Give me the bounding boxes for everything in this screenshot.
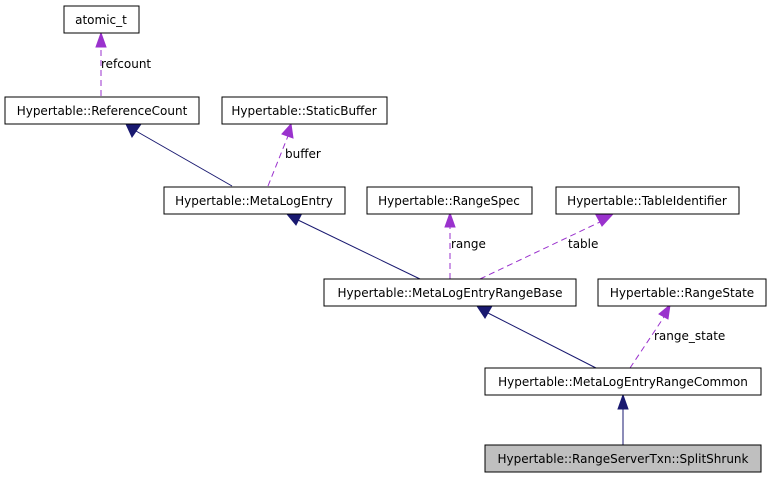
node-label-static-buffer: Hypertable::StaticBuffer: [231, 104, 376, 118]
node-label-range-spec: Hypertable::RangeSpec: [378, 194, 520, 208]
edge-label-range: range: [451, 237, 486, 251]
node-range-spec[interactable]: Hypertable::RangeSpec: [366, 186, 533, 215]
edge-label-buffer: buffer: [285, 147, 321, 161]
node-label-table-identifier: Hypertable::TableIdentifier: [567, 194, 727, 208]
node-label-meta-log-entry-range-common: Hypertable::MetaLogEntryRangeCommon: [498, 375, 748, 389]
node-atomic-t[interactable]: atomic_t: [63, 5, 140, 34]
node-label-meta-log-entry: Hypertable::MetaLogEntry: [175, 194, 333, 208]
node-meta-log-entry-range-base[interactable]: Hypertable::MetaLogEntryRangeBase: [323, 278, 577, 307]
edge-splitshrunk-rangecommon: [617, 393, 629, 445]
node-meta-log-entry[interactable]: Hypertable::MetaLogEntry: [163, 186, 346, 215]
edge-metalog-staticbuffer: buffer: [267, 122, 321, 187]
node-label-reference-count: Hypertable::ReferenceCount: [17, 104, 188, 118]
node-range-state[interactable]: Hypertable::RangeState: [597, 278, 767, 307]
edge-rangebase-tableid: table: [479, 213, 615, 280]
node-reference-count[interactable]: Hypertable::ReferenceCount: [4, 96, 200, 125]
node-label-meta-log-entry-range-base: Hypertable::MetaLogEntryRangeBase: [338, 286, 563, 300]
edge-rangebase-metalog: [285, 212, 421, 280]
node-table-identifier[interactable]: Hypertable::TableIdentifier: [555, 186, 740, 215]
node-split-shrunk[interactable]: Hypertable::RangeServerTxn::SplitShrunk: [484, 444, 762, 473]
node-meta-log-entry-range-common[interactable]: Hypertable::MetaLogEntryRangeCommon: [484, 367, 762, 396]
node-label-atomic-t: atomic_t: [75, 13, 127, 27]
node-label-split-shrunk: Hypertable::RangeServerTxn::SplitShrunk: [498, 452, 749, 466]
edge-label-refcount: refcount: [101, 57, 151, 71]
edge-rangecommon-rangebase: [476, 305, 597, 369]
node-static-buffer[interactable]: Hypertable::StaticBuffer: [221, 96, 388, 125]
edge-label-table: table: [568, 237, 598, 251]
edge-label-range-state: range_state: [654, 329, 725, 343]
edge-refcount-atomic: refcount: [95, 31, 151, 96]
edge-rangebase-rangespec: range: [444, 211, 486, 279]
edge-metalog-refcount: [125, 123, 233, 187]
edge-rangecommon-rangestate: range_state: [629, 303, 725, 369]
node-label-range-state: Hypertable::RangeState: [610, 286, 754, 300]
